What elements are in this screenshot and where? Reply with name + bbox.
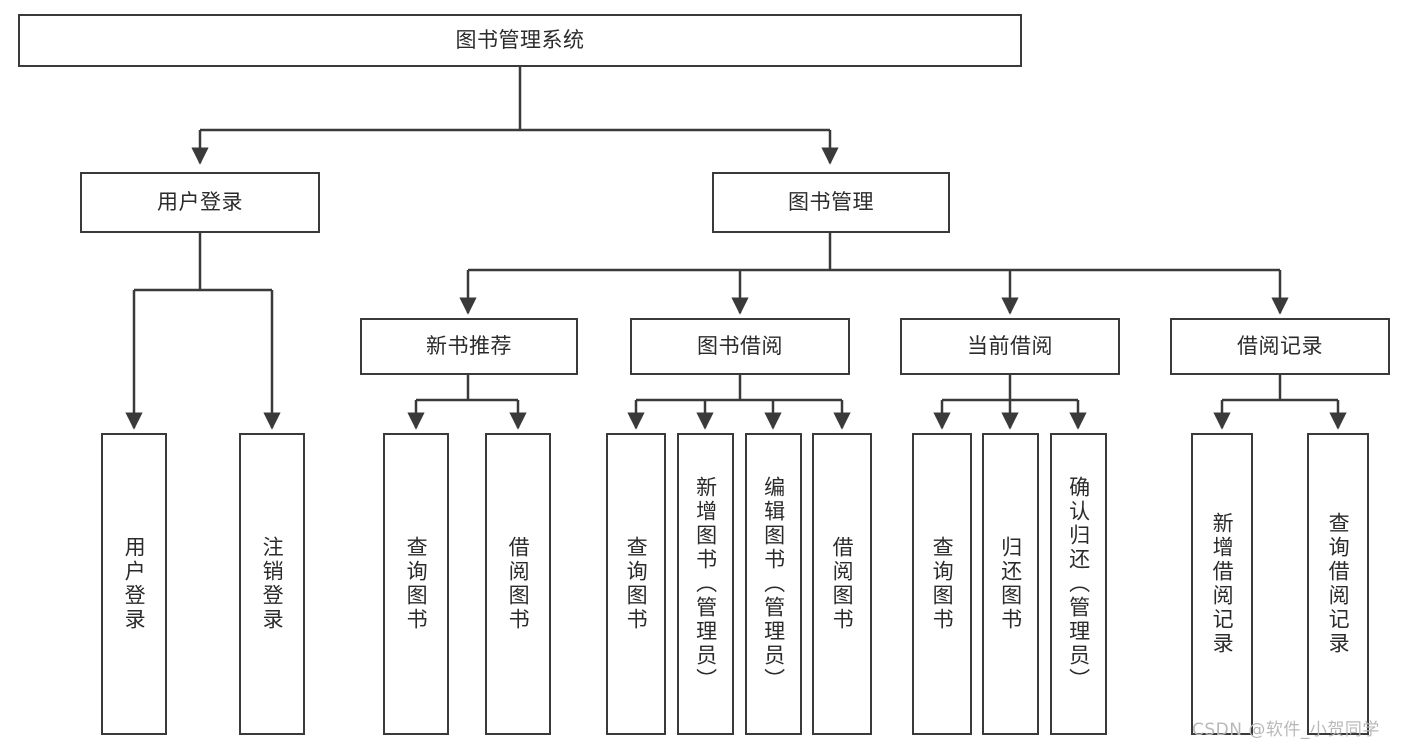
node-leaf-query-book-b[interactable]: 查询图书 [606, 433, 666, 735]
node-borrow-record-label: 借阅记录 [1237, 334, 1323, 359]
node-leaf-return-book[interactable]: 归还图书 [982, 433, 1039, 735]
node-leaf-user-login-label: 用户登录 [122, 536, 147, 632]
node-leaf-logout[interactable]: 注销登录 [239, 433, 305, 735]
node-leaf-user-login[interactable]: 用户登录 [101, 433, 167, 735]
node-leaf-query-record-label: 查询借阅记录 [1326, 512, 1351, 656]
node-new-book-rec-label: 新书推荐 [426, 334, 512, 359]
node-user-login[interactable]: 用户登录 [80, 172, 320, 233]
node-root-label: 图书管理系统 [455, 28, 585, 53]
node-book-borrow[interactable]: 图书借阅 [630, 318, 850, 375]
node-book-borrow-label: 图书借阅 [697, 334, 783, 359]
node-leaf-confirm-return[interactable]: 确认归还（管理员） [1050, 433, 1107, 735]
node-leaf-query-book-a[interactable]: 查询图书 [383, 433, 449, 735]
node-leaf-add-book[interactable]: 新增图书（管理员） [677, 433, 734, 735]
node-leaf-query-book-a-label: 查询图书 [404, 536, 429, 632]
node-book-mgmt[interactable]: 图书管理 [712, 172, 950, 233]
node-book-mgmt-label: 图书管理 [788, 190, 874, 215]
node-user-login-label: 用户登录 [157, 190, 243, 215]
node-current-borrow-label: 当前借阅 [967, 334, 1053, 359]
node-leaf-query-book-c-label: 查询图书 [930, 536, 955, 632]
node-leaf-borrow-book-a-label: 借阅图书 [506, 536, 531, 632]
node-leaf-logout-label: 注销登录 [260, 536, 285, 632]
node-root[interactable]: 图书管理系统 [18, 14, 1022, 67]
node-leaf-query-record[interactable]: 查询借阅记录 [1307, 433, 1369, 735]
node-leaf-borrow-book-b-label: 借阅图书 [830, 536, 855, 632]
node-new-book-rec[interactable]: 新书推荐 [360, 318, 578, 375]
node-leaf-edit-book-label: 编辑图书（管理员） [761, 476, 786, 692]
node-leaf-borrow-book-b[interactable]: 借阅图书 [812, 433, 872, 735]
node-current-borrow[interactable]: 当前借阅 [900, 318, 1120, 375]
node-leaf-edit-book[interactable]: 编辑图书（管理员） [745, 433, 802, 735]
node-leaf-add-record-label: 新增借阅记录 [1210, 512, 1235, 656]
node-leaf-return-book-label: 归还图书 [998, 536, 1023, 632]
node-leaf-add-book-label: 新增图书（管理员） [693, 476, 718, 692]
node-leaf-query-book-c[interactable]: 查询图书 [912, 433, 972, 735]
node-leaf-borrow-book-a[interactable]: 借阅图书 [485, 433, 551, 735]
node-borrow-record[interactable]: 借阅记录 [1170, 318, 1390, 375]
node-leaf-query-book-b-label: 查询图书 [624, 536, 649, 632]
node-leaf-add-record[interactable]: 新增借阅记录 [1191, 433, 1253, 735]
csdn-watermark: CSDN @软件_小贺同学 [1192, 720, 1380, 740]
node-leaf-confirm-return-label: 确认归还（管理员） [1066, 476, 1091, 692]
